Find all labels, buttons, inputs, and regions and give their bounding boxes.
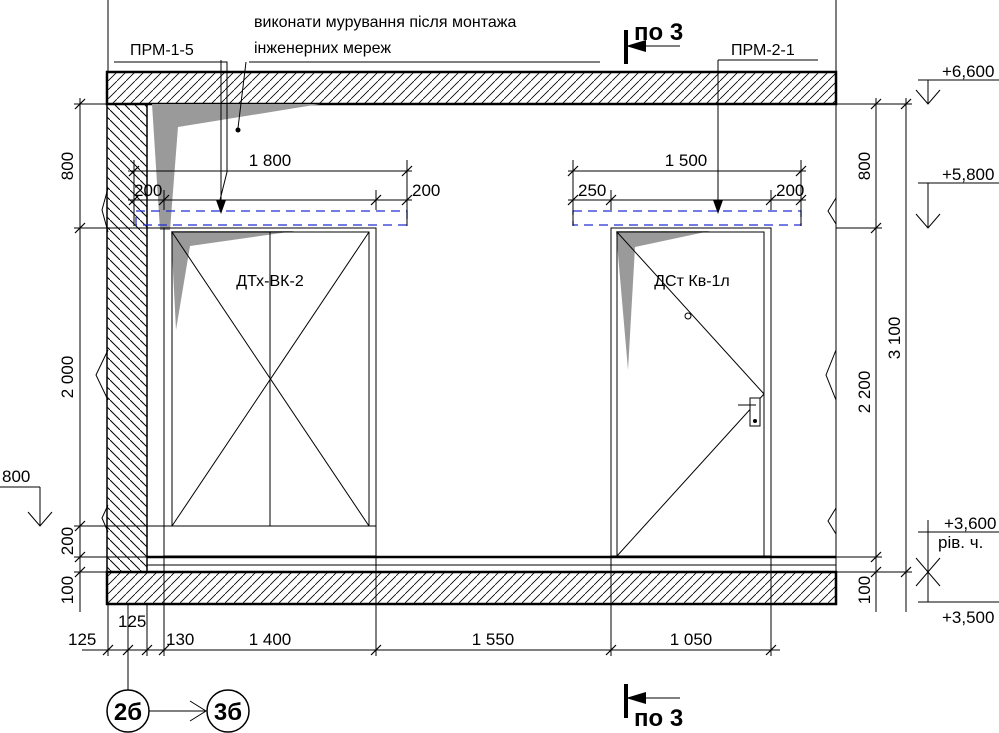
top-slab (105, 70, 838, 106)
level-6600: +6,600 (942, 62, 994, 81)
lintel-left-dashed (135, 210, 408, 226)
door-shade (616, 231, 710, 370)
level-marks (0, 79, 999, 603)
level-5800: +5,800 (942, 165, 994, 184)
top-extension-lines (107, 0, 837, 72)
bottom-dim-chain (82, 528, 780, 690)
window-shade (171, 231, 295, 330)
dim-b-1050: 1 050 (670, 630, 713, 649)
dim-right-800: 800 (855, 152, 874, 180)
dim-total-3100: 3 100 (885, 317, 904, 360)
dim-left-100: 100 (58, 576, 77, 604)
axis-label-left: 2б (114, 699, 142, 726)
right-dim-chain (825, 98, 912, 612)
section-marker-bottom (624, 684, 680, 718)
dim-right-100: 100 (855, 576, 874, 604)
door-handle-icon (749, 397, 761, 427)
left-dim-chain (74, 98, 164, 612)
leaders (114, 59, 818, 214)
lintel-dim-lines (128, 160, 807, 226)
dim-l-200a: 200 (134, 181, 162, 200)
level-3600: +3,600 (944, 514, 996, 533)
dim-right-2200: 2 200 (855, 371, 874, 414)
dim-b-1550: 1 550 (472, 630, 515, 649)
dim-side-800: 800 (2, 467, 30, 486)
masonry-note-line2: інженерних мереж (254, 40, 391, 57)
lintel-tag-left: ПРМ-1-5 (130, 42, 194, 59)
lintel-right-dashed (572, 210, 802, 226)
dim-b-125a: 125 (68, 630, 96, 649)
dim-lintel-1500: 1 500 (665, 151, 708, 170)
axis-label-right: 3б (214, 699, 242, 726)
door (610, 227, 772, 557)
level-floor-note: рів. ч. (938, 533, 983, 552)
section-label-bottom: по 3 (634, 705, 683, 732)
door-tag: ДСт Кв-1л (654, 273, 730, 290)
lintel-tag-right: ПРМ-2-1 (731, 42, 795, 59)
bottom-slab (105, 570, 838, 606)
window-tag: ДТх-ВК-2 (236, 273, 304, 290)
left-wall (106, 103, 148, 573)
section-marker-top (624, 30, 680, 64)
dim-r-250: 250 (578, 181, 606, 200)
section-label-top: по 3 (634, 19, 683, 46)
axis-bubble-right (206, 689, 250, 733)
level-3500: +3,500 (942, 608, 994, 627)
dim-b-125b: 125 (118, 612, 146, 631)
masonry-note-line1: виконати мурування після монтажа (254, 14, 516, 31)
dim-b-130: 130 (166, 630, 194, 649)
masonry-shade (147, 104, 320, 230)
window (163, 227, 377, 557)
dim-r-200: 200 (776, 181, 804, 200)
dim-b-1400: 1 400 (249, 630, 292, 649)
dim-l-200b: 200 (412, 181, 440, 200)
dim-left-2000: 2 000 (58, 356, 77, 399)
dim-left-200: 200 (58, 527, 77, 555)
dim-lintel-1800: 1 800 (249, 151, 292, 170)
dim-left-800: 800 (58, 152, 77, 180)
